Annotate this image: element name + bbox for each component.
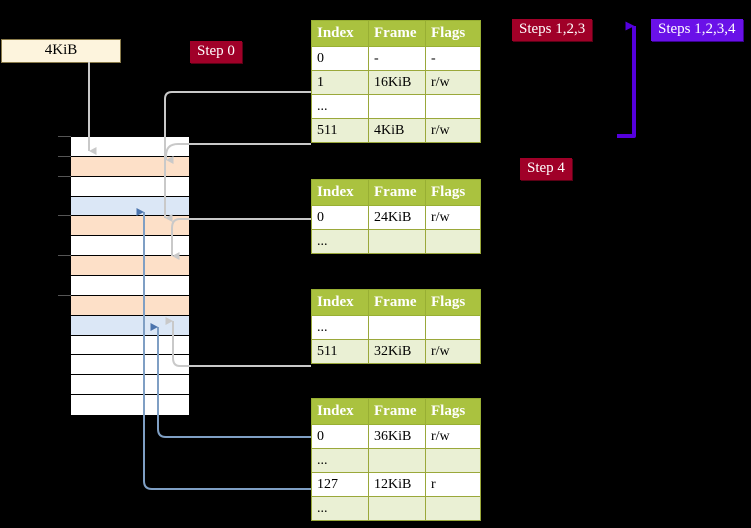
table-header-frame: Frame [368, 398, 426, 425]
memory-frame-row [71, 256, 189, 276]
memory-frame-row [71, 196, 189, 217]
memory-frame-row [71, 156, 189, 177]
table-row: ... [311, 448, 481, 473]
table-cell [425, 229, 481, 254]
table-header-flags: Flags [425, 179, 481, 206]
memory-tick-mark [58, 215, 71, 217]
memory-frame-row [71, 236, 189, 257]
table-header-index: Index [311, 20, 369, 47]
table-cell [368, 448, 426, 473]
table-cell: ... [311, 315, 369, 340]
table-header-frame: Frame [368, 289, 426, 316]
table-cell: 0 [311, 424, 369, 449]
table-cell: 24KiB [368, 205, 426, 230]
table-header-frame: Frame [368, 20, 426, 47]
table-header-index: Index [311, 289, 369, 316]
steps-bracket-arrow [617, 21, 636, 138]
steps-123-badge: Steps 1,2,3 [512, 19, 593, 41]
table-cell: 511 [311, 118, 369, 143]
memory-tick-mark [58, 136, 71, 137]
table-cell: r/w [425, 118, 481, 143]
memory-tick-mark [58, 255, 71, 257]
table-row: ... [311, 229, 481, 254]
table-cell: 12KiB [368, 472, 426, 497]
table-cell: ... [311, 448, 369, 473]
table-cell [425, 448, 481, 473]
table-header-index: Index [311, 179, 369, 206]
memory-frame-row [71, 335, 189, 356]
memory-frame-row [71, 315, 189, 336]
memory-frame-row [71, 355, 189, 376]
table-cell [368, 315, 426, 340]
table-cell: r/w [425, 424, 481, 449]
table-cell: 0 [311, 205, 369, 230]
table-header-flags: Flags [425, 398, 481, 425]
steps-1234-badge: Steps 1,2,3,4 [651, 19, 743, 41]
table-row: ... [311, 315, 481, 340]
table-cell [368, 496, 426, 521]
table-cell: - [368, 46, 426, 71]
table-cell: ... [311, 229, 369, 254]
table-row: 0-- [311, 46, 481, 71]
table-cell: 511 [311, 339, 369, 364]
table-header-index: Index [311, 398, 369, 425]
table-cell: 4KiB [368, 118, 426, 143]
table-cell: 32KiB [368, 339, 426, 364]
memory-tick-mark [58, 155, 71, 157]
table-cell: 127 [311, 472, 369, 497]
step-4-badge: Step 4 [520, 158, 572, 180]
table-cell: ... [311, 496, 369, 521]
table-cell: - [425, 46, 481, 71]
memory-frame-row [71, 276, 189, 296]
memory-frame-row [71, 375, 189, 396]
table-cell [425, 315, 481, 340]
size-label-box: 4KiB [1, 39, 121, 63]
memory-tick-mark [58, 175, 71, 177]
table-cell [368, 229, 426, 254]
table-header-frame: Frame [368, 179, 426, 206]
table-cell: 1 [311, 70, 369, 95]
table-cell: 16KiB [368, 70, 426, 95]
table-cell: r/w [425, 339, 481, 364]
table-cell: ... [311, 94, 369, 119]
memory-tick-mark [58, 294, 71, 296]
table-cell: 36KiB [368, 424, 426, 449]
memory-frame-row [71, 216, 189, 237]
physical-memory-column [70, 136, 190, 415]
step-0-badge: Step 0 [190, 41, 242, 63]
memory-frame-row [71, 295, 189, 316]
table-header-flags: Flags [425, 20, 481, 47]
table-cell: r [425, 472, 481, 497]
table-header-flags: Flags [425, 289, 481, 316]
table-cell: r/w [425, 70, 481, 95]
table-row: ... [311, 496, 481, 521]
table-cell: 0 [311, 46, 369, 71]
table-cell [425, 496, 481, 521]
table-cell: r/w [425, 205, 481, 230]
memory-frame-row [71, 137, 189, 157]
table-cell [425, 94, 481, 119]
memory-frame-row [71, 176, 189, 197]
memory-frame-row [71, 395, 189, 415]
table-row: ... [311, 94, 481, 119]
table-cell [368, 94, 426, 119]
